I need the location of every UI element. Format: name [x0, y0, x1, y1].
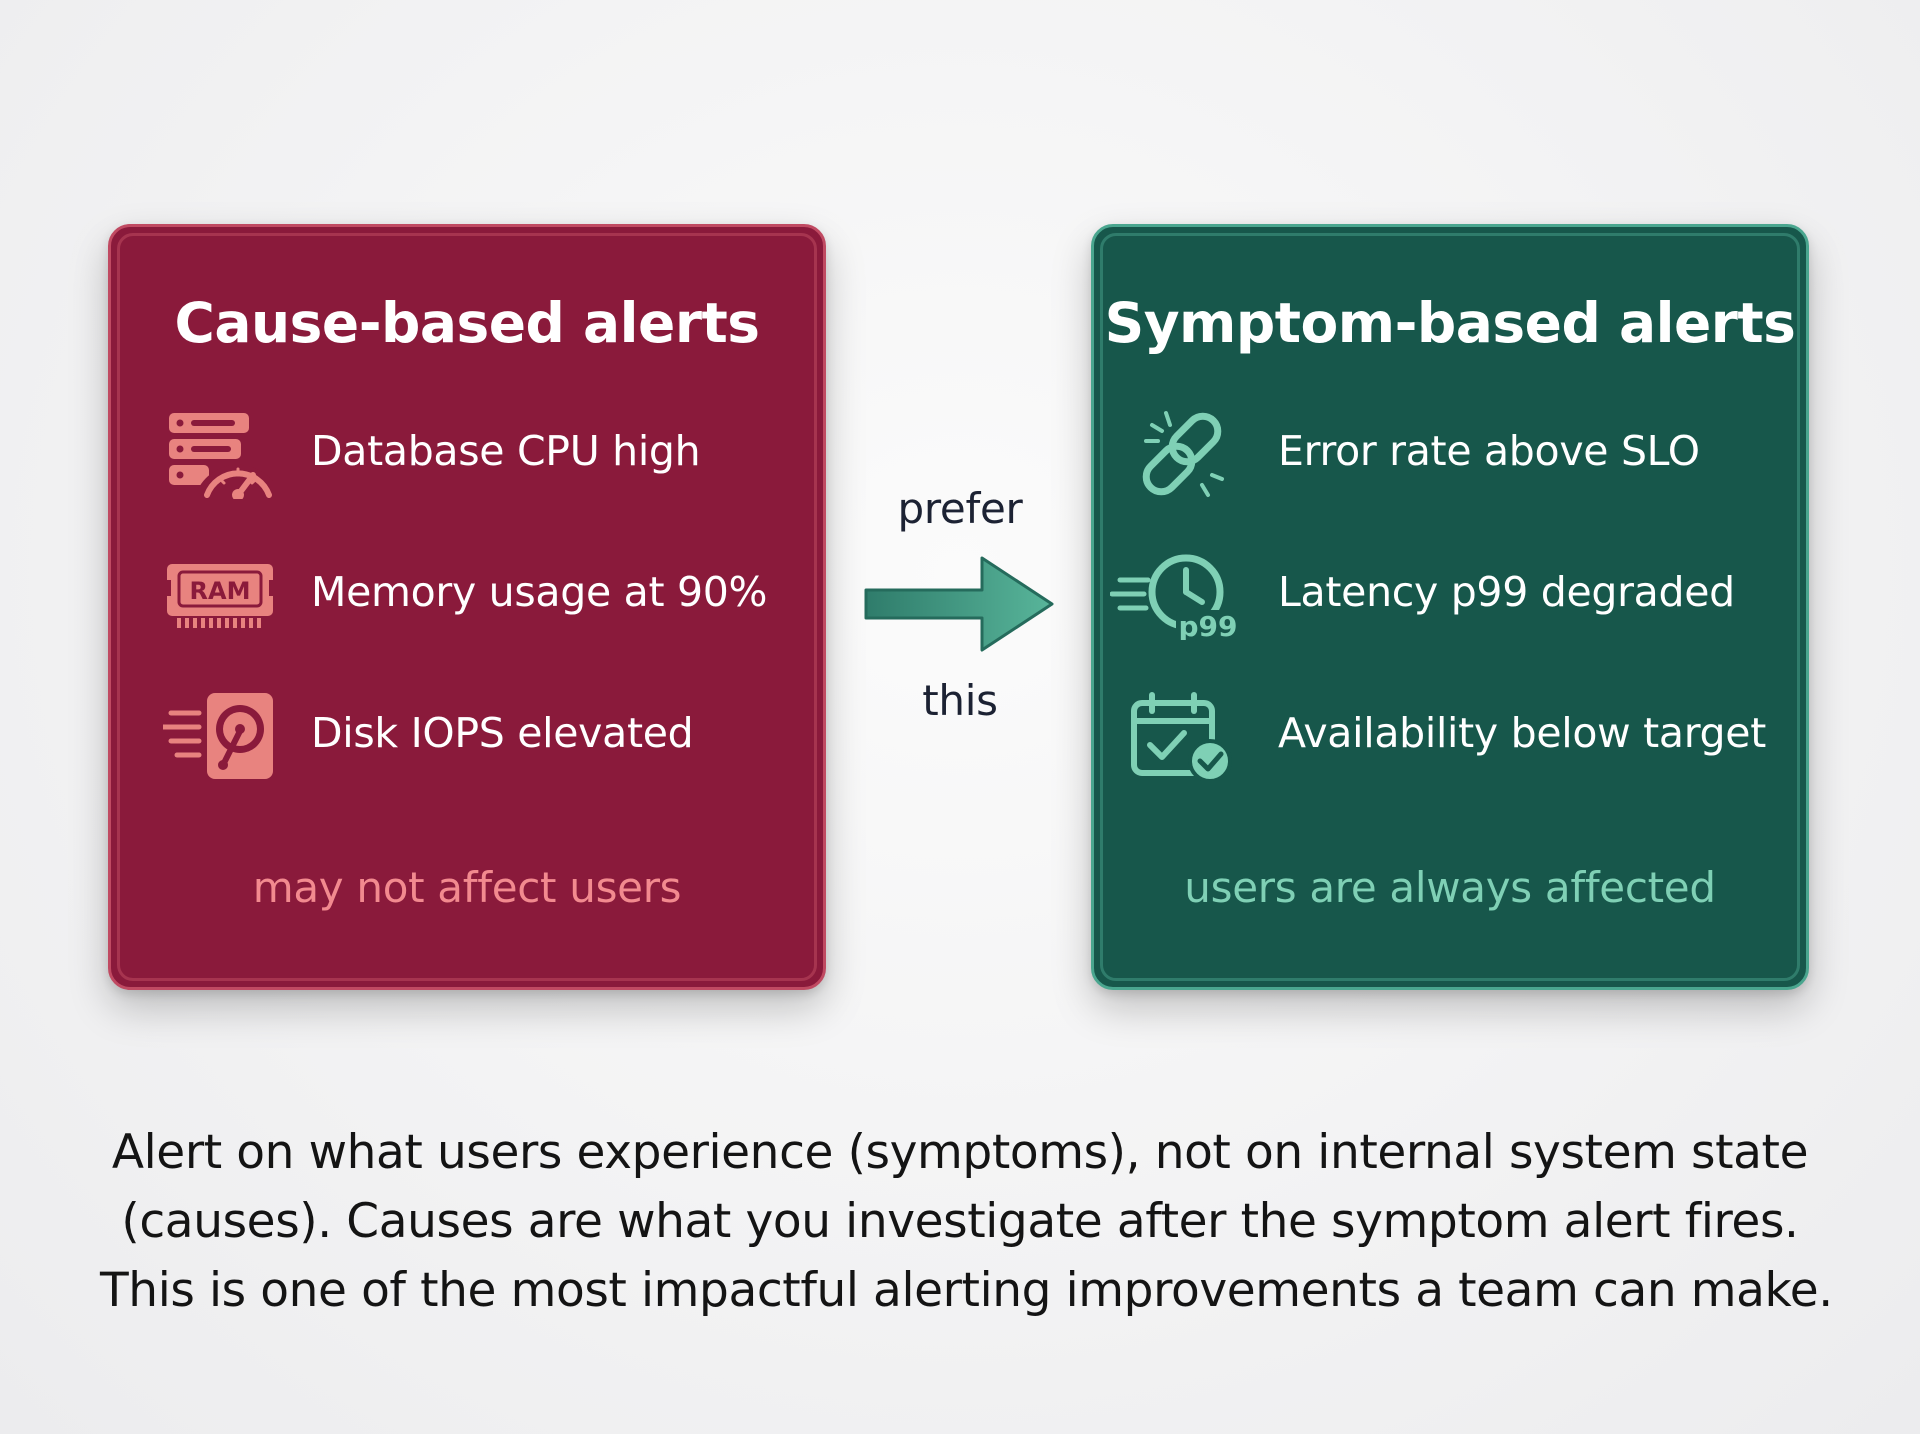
symptom-item-label: Latency p99 degraded [1278, 568, 1735, 616]
caption: Alert on what users experience (symptoms… [100, 1118, 1833, 1325]
arrow-top-label: prefer [897, 484, 1023, 533]
cause-based-card: Cause-based alerts [108, 224, 826, 990]
symptom-card-footer: users are always affected [1184, 863, 1716, 912]
ram-chip-text: RAM [190, 577, 251, 605]
server-gauge-icon [163, 409, 273, 499]
list-item: Database CPU high [111, 403, 823, 503]
p99-badge-text: p99 [1178, 610, 1237, 640]
arrow-right-icon [862, 552, 1058, 656]
arrow-bottom-label: this [922, 676, 998, 725]
caption-line: (causes). Causes are what you investigat… [121, 1194, 1799, 1249]
symptom-item-label: Availability below target [1278, 709, 1766, 757]
broken-link-icon [1124, 409, 1234, 499]
symptom-item-label: Error rate above SLO [1278, 427, 1700, 475]
cause-item-label: Database CPU high [311, 427, 701, 475]
list-item: RAM Memory usage at 90% [111, 544, 823, 644]
symptom-card-title: Symptom-based alerts [1104, 291, 1796, 355]
cause-item-label: Disk IOPS elevated [311, 709, 694, 757]
hard-disk-icon [163, 691, 273, 781]
list-item: Availability below target [1094, 685, 1806, 785]
symptom-based-card: Symptom-based alerts Error rate above SL… [1091, 224, 1809, 990]
list-item: Disk IOPS elevated [111, 685, 823, 785]
list-item: Error rate above SLO [1094, 403, 1806, 503]
caption-line: Alert on what users experience (symptoms… [111, 1125, 1809, 1180]
caption-line: This is one of the most impactful alerti… [100, 1263, 1833, 1318]
ram-chip-icon: RAM [163, 550, 273, 640]
cause-card-title: Cause-based alerts [174, 291, 760, 355]
cause-card-footer: may not affect users [252, 863, 682, 912]
cause-item-label: Memory usage at 90% [311, 568, 768, 616]
calendar-check-icon [1124, 691, 1234, 781]
clock-p99-icon: p99 [1110, 550, 1240, 640]
list-item: p99 Latency p99 degraded [1094, 544, 1806, 644]
